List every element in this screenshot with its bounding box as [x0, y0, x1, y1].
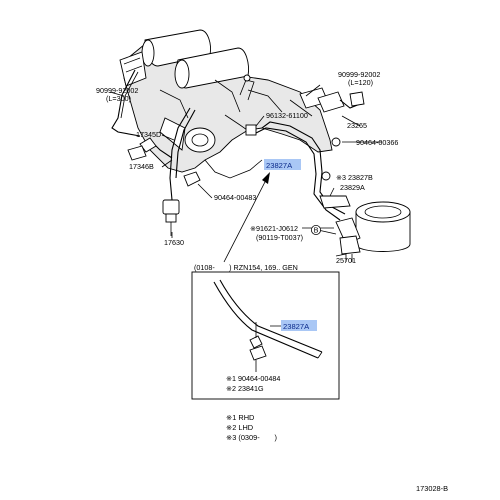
highlight-23827a-main: [264, 159, 301, 170]
highlight-23827a-inset: [281, 320, 317, 331]
inset-reference-arrow: [223, 172, 270, 263]
label-90464-00366: 90464-00366: [356, 138, 398, 147]
label-90999-92002-right-length: (L=120): [348, 78, 373, 87]
label-25701: 25701: [336, 256, 356, 265]
label-17346b: 17346B: [129, 162, 154, 171]
label-23827a-main: 23827A: [266, 161, 293, 170]
notes: ※1 RHD ※2 LHD ※3 (0309- ): [226, 413, 277, 442]
label-90119-t0037: (90119-T0037): [256, 233, 303, 242]
note-lhd: ※2 LHD: [226, 423, 253, 432]
label-96132-61100: 96132-61100: [266, 111, 308, 120]
inset-header: (0108- ) RZN154, 169.. GEN: [194, 263, 298, 272]
label-23829a: 23829A: [340, 183, 365, 192]
label-23827b: ※3 23827B: [336, 173, 373, 182]
vacuum-hoses-left: [111, 69, 201, 236]
inset-box: [191, 271, 340, 400]
label-23827a-inset: 23827A: [283, 322, 310, 331]
figure-code: 173028-B: [416, 484, 448, 493]
label-17630: 17630: [164, 238, 184, 247]
marker-b-label: B: [314, 226, 319, 235]
label-90999-92002-right: 90999-92002: [338, 70, 380, 79]
note-rhd: ※1 RHD: [226, 413, 254, 422]
label-90999-92002-left-length: (L=300): [106, 94, 131, 103]
leader-lines: [109, 84, 382, 257]
label-23841g: ※2 23841G: [226, 384, 264, 393]
label-90464-00484: ※1 90464-00484: [226, 374, 280, 383]
label-90464-00483: 90464-00483: [214, 193, 256, 202]
note-date-range: ※3 (0309- ): [226, 433, 277, 442]
engine-assembly-drawing: [119, 29, 333, 179]
label-90999-92002-left: 90999-92002: [96, 86, 138, 95]
label-91621-j0612: ※91621-J0612: [250, 224, 298, 233]
label-17345d: 17345D: [136, 130, 161, 139]
marker-b-circle: [310, 224, 321, 235]
label-23265: 23265: [347, 121, 367, 130]
fuel-vapor-line-right: [245, 87, 365, 221]
charcoal-canister: [335, 201, 411, 262]
part-labels: 90999-92002 (L=300) 90999-92002 (L=120) …: [96, 70, 398, 393]
